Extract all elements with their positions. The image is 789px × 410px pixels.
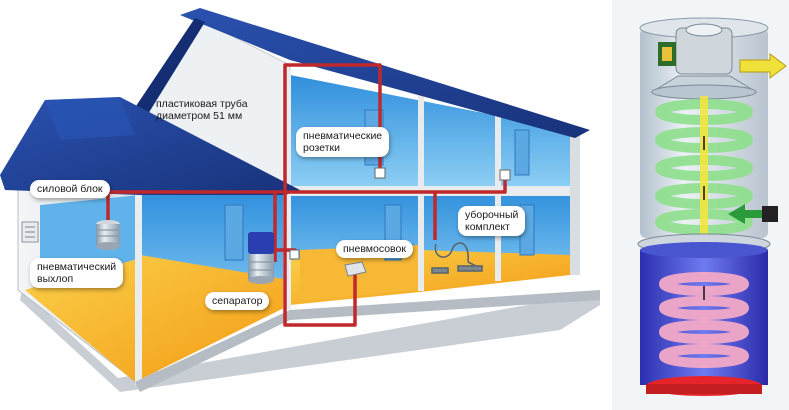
separator-icon — [248, 232, 274, 284]
separator-label: сепаратор — [205, 292, 270, 310]
power-unit-icon — [96, 220, 120, 250]
vacuum-pipes — [106, 63, 507, 327]
exhaust-vent-icon — [21, 221, 39, 243]
door — [514, 129, 530, 176]
exhaust-label: пневматический выхлоп — [30, 258, 124, 288]
vacuum-unit-cutaway — [612, 0, 789, 410]
door — [224, 204, 244, 261]
power-unit-label: силовой блок — [30, 180, 110, 198]
outlet-icon — [289, 167, 511, 260]
dustpan-label: пневмосовок — [336, 240, 413, 258]
main-roof-left — [120, 18, 205, 135]
cleaning-kit-icon — [431, 242, 483, 274]
dustpan-icon — [344, 261, 367, 277]
main-roof — [180, 8, 590, 138]
kit-label: уборочный комплект — [458, 206, 526, 236]
roofs — [0, 8, 590, 195]
outlets-label: пневматические розетки — [296, 127, 390, 157]
pipe-label: пластиковая труба диаметром 51 мм — [156, 98, 248, 122]
